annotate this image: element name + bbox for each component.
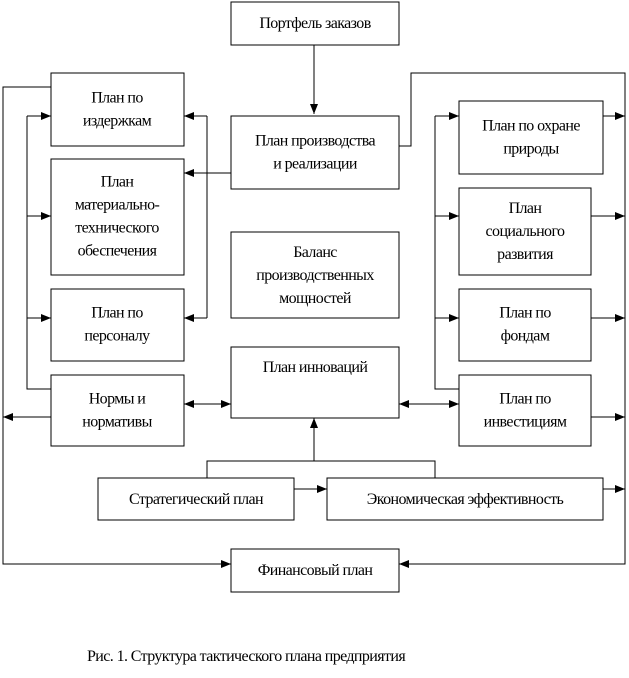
box-norms	[50, 374, 185, 447]
labels: Портфель заказов План производства и реал…	[75, 15, 581, 665]
node-innovation-plan: План инноваций	[263, 359, 369, 376]
box-portfolio	[230, 1, 400, 46]
label-line: План по охране	[482, 118, 580, 135]
label-line: обеспечения	[78, 243, 158, 260]
line-bracket-to-innovation	[206, 460, 436, 478]
label-line: План по	[91, 90, 143, 107]
line-norms-feeder	[26, 116, 51, 390]
label-line: План инноваций	[263, 359, 369, 376]
label-line: Стратегический план	[129, 491, 264, 508]
node-investment-plan: План по инвестициям	[484, 391, 567, 431]
label-line: природы	[503, 141, 559, 158]
node-norms: Нормы и нормативы	[82, 391, 152, 431]
box-strategic-plan	[97, 477, 295, 521]
label-line: мощностей	[279, 290, 352, 307]
label-line: социального	[486, 223, 565, 240]
line-right-inner-feeder	[434, 116, 459, 390]
label-line: производственных	[256, 267, 374, 284]
node-nature-plan: План по охране природы	[482, 118, 580, 158]
label-line: Нормы и	[89, 391, 147, 408]
label-line: План	[101, 174, 135, 191]
node-strategic-plan: Стратегический план	[129, 491, 264, 508]
label-line: План производства	[255, 133, 376, 150]
label-line: и реализации	[273, 156, 358, 173]
box-social-plan	[458, 187, 592, 276]
box-nature-plan	[458, 100, 604, 175]
box-economic-efficiency	[326, 477, 604, 521]
node-balance: Баланс производственных мощностей	[256, 244, 374, 307]
figure-caption: Рис. 1. Структура тактического плана пре…	[87, 648, 406, 665]
node-supply-plan: План материально-технического обеспечения	[75, 174, 160, 260]
node-financial-plan: Финансовый план	[258, 562, 374, 579]
line-outer-left-loop	[2, 86, 231, 568]
label-line: Портфель заказов	[259, 15, 371, 32]
label-line: материально-	[75, 197, 160, 214]
label-line: Финансовый план	[258, 562, 374, 579]
node-portfolio: Портфель заказов	[259, 15, 371, 32]
boxes	[50, 1, 604, 593]
box-supply-plan	[50, 158, 185, 276]
node-cost-plan: План по издержкам	[83, 90, 152, 130]
label-line: План	[509, 200, 543, 217]
node-production-plan: План производства и реализации	[255, 133, 376, 173]
node-funds-plan: План по фондам	[499, 305, 551, 345]
label-line: План по	[499, 391, 551, 408]
box-funds-plan	[458, 288, 592, 362]
box-personnel-plan	[50, 288, 185, 362]
connectors	[2, 45, 626, 568]
box-investment-plan	[458, 374, 592, 447]
node-economic-efficiency: Экономическая эффективность	[367, 491, 564, 508]
label-line: фондам	[501, 328, 550, 345]
label-line: персоналу	[84, 328, 150, 345]
label-line: нормативы	[82, 414, 152, 431]
label-line: технического	[75, 220, 159, 237]
box-financial-plan	[230, 548, 400, 593]
label-line: Экономическая эффективность	[367, 491, 564, 508]
node-social-plan: План социального развития	[486, 200, 565, 263]
label-line: Баланс	[293, 244, 337, 261]
label-line: План по	[91, 305, 143, 322]
node-personnel-plan: План по персоналу	[84, 305, 150, 345]
box-cost-plan	[50, 72, 185, 147]
label-line: развития	[497, 246, 554, 263]
label-line: издержкам	[83, 113, 152, 130]
box-balance	[230, 231, 400, 319]
line-production-to-right	[399, 72, 626, 568]
box-production-plan	[230, 115, 400, 190]
label-line: инвестициям	[484, 414, 567, 431]
box-innovation-plan	[230, 346, 400, 419]
label-line: План по	[499, 305, 551, 322]
